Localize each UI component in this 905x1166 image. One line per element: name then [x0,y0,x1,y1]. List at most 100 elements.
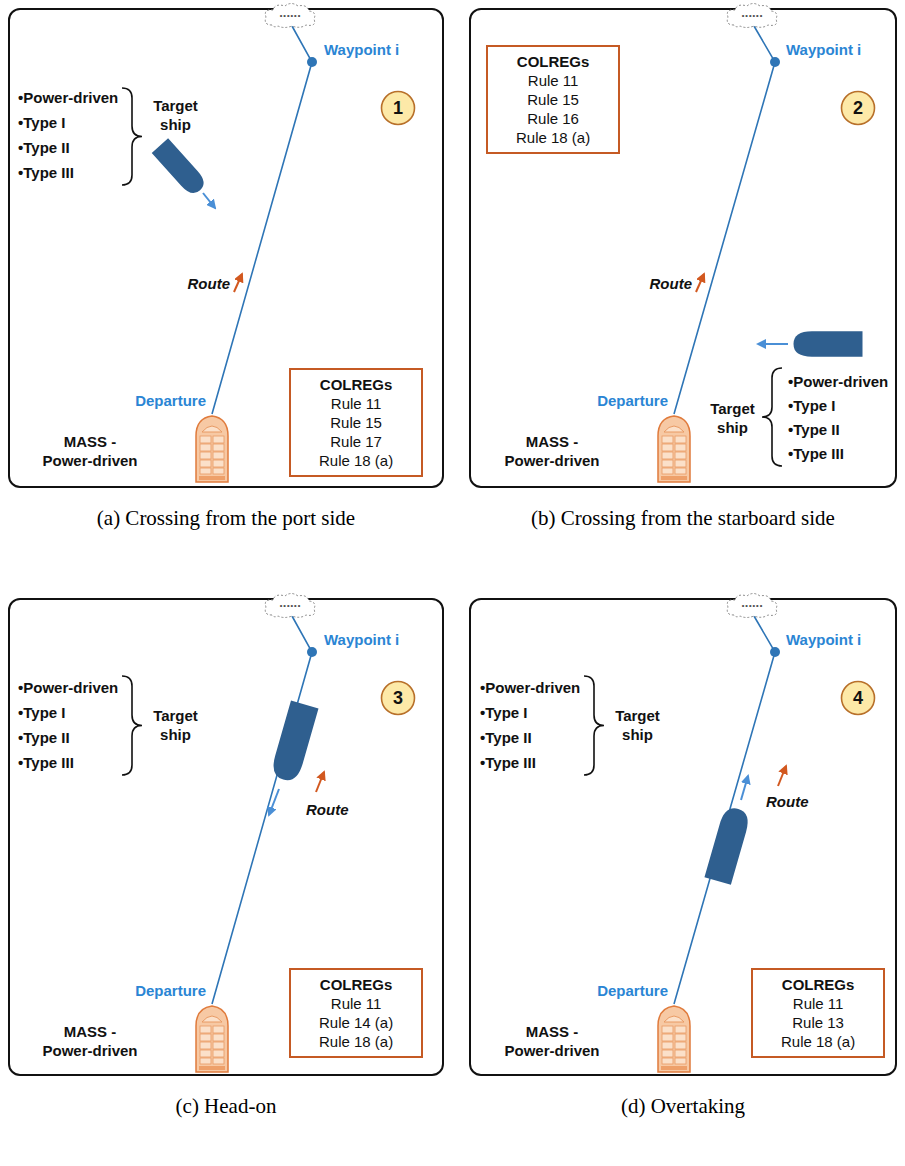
scenario-panel: (d) Overtaking......4COLREGsRule 11Rule … [469,598,897,1076]
target-ship-icon [152,138,208,197]
waypoint-dot [307,57,317,67]
waypoint-dot [770,57,780,67]
continuation-cloud: ...... [724,592,780,618]
colregs-heading: COLREGs [516,52,590,71]
colregs-rule: Rule 15 [516,90,590,109]
departure-label: Departure [135,981,206,1000]
label-word: MASS [526,1023,569,1040]
label-word: Power-driven [42,452,137,469]
scenario-number: 3 [380,680,416,716]
waypoint-label: Waypoint i [786,40,861,59]
cloud-shape [265,4,315,28]
target-type-item: •Power-driven [788,372,888,391]
label-word: Target [615,707,660,724]
scenario-panel: (a) Crossing from the port side......1CO… [8,8,444,488]
target-heading-arrow [758,343,788,345]
label-word: MASS [526,433,569,450]
route-line [674,616,775,1004]
target-type-item: •Type I [18,113,65,132]
waypoint-label: Waypoint i [324,630,399,649]
colregs-rule: Rule 18 (a) [516,128,590,147]
mass-ship-icon [658,1006,690,1072]
target-heading-arrow [269,789,279,815]
colregs-rule: Rule 11 [781,994,855,1013]
target-type-item: •Type I [480,703,527,722]
target-ship-label: Target ship [709,399,756,437]
colregs-box: COLREGsRule 11Rule 15Rule 17Rule 18 (a) [289,368,423,477]
number-circle-shape [842,682,875,715]
target-heading-arrow [203,193,215,208]
scenario-number-text: 3 [393,688,403,708]
continuation-cloud: ...... [262,592,318,618]
continuation-cloud: ...... [262,2,318,28]
target-type-item: •Type I [18,703,65,722]
ellipsis-text: ...... [279,6,301,20]
route-label: Route [306,800,349,819]
label-word: Target [153,707,198,724]
label-word: Power-driven [504,452,599,469]
brace [584,676,604,775]
target-type-item: •Type III [480,753,536,772]
number-circle-shape [382,92,415,125]
label-word: Target [710,400,755,417]
colregs-rule: Rule 14 (a) [319,1013,393,1032]
label-word: ship [160,726,191,743]
label-word: ship [717,419,748,436]
scenario-number: 4 [840,680,876,716]
cloud-shape [727,4,777,28]
panel-caption: (b) Crossing from the starboard side [471,506,895,530]
mass-label: MASS - Power-driven [41,1022,139,1060]
ellipsis-text: ...... [741,596,763,610]
label-word: Target [153,97,198,114]
label-word: Power-driven [504,1042,599,1059]
target-type-item: •Power-driven [18,678,118,697]
colregs-rule: Rule 11 [319,994,393,1013]
waypoint-dot [770,647,780,657]
target-type-item: •Type II [18,728,70,747]
route-label: Route [188,274,231,293]
target-type-item: •Power-driven [480,678,580,697]
colregs-heading: COLREGs [319,975,393,994]
label-word: MASS [64,433,107,450]
scenario-number-text: 4 [853,688,863,708]
departure-label: Departure [135,391,206,410]
label-word: - [573,433,578,450]
colregs-rule: Rule 16 [516,109,590,128]
scenario-number: 2 [840,90,876,126]
target-ship-icon [704,805,751,885]
waypoint-dot [307,647,317,657]
route-direction-arrow [234,274,242,292]
continuation-cloud: ...... [724,2,780,28]
mass-label: MASS - Power-driven [41,432,139,470]
target-ship-label: Target ship [152,706,199,744]
number-circle-shape [842,92,875,125]
target-type-item: •Power-driven [18,88,118,107]
mass-ship-icon [196,1006,228,1072]
route-line [212,26,312,414]
departure-label: Departure [597,391,668,410]
target-type-item: •Type II [18,138,70,157]
colregs-box: COLREGsRule 11Rule 13Rule 18 (a) [751,968,885,1058]
label-word: Power-driven [42,1042,137,1059]
mass-label: MASS - Power-driven [503,1022,601,1060]
scenario-number-text: 1 [393,98,403,118]
panel-caption: (c) Head-on [10,1094,442,1118]
label-word: - [111,433,116,450]
colregs-heading: COLREGs [781,975,855,994]
target-type-item: •Type III [788,444,844,463]
route-label: Route [766,792,809,811]
waypoint-label: Waypoint i [786,630,861,649]
colregs-rule: Rule 18 (a) [781,1032,855,1051]
target-type-item: •Type III [18,163,74,182]
route-line [212,616,312,1004]
panel-caption: (d) Overtaking [471,1094,895,1118]
cloud-shape [265,594,315,618]
departure-label: Departure [597,981,668,1000]
target-ship-icon [794,331,863,356]
number-circle-shape [382,682,415,715]
target-ship-label: Target ship [152,96,199,134]
colregs-box: COLREGsRule 11Rule 15Rule 16Rule 18 (a) [486,45,620,154]
target-type-item: •Type II [480,728,532,747]
target-type-item: •Type II [788,420,840,439]
cloud-shape [727,594,777,618]
